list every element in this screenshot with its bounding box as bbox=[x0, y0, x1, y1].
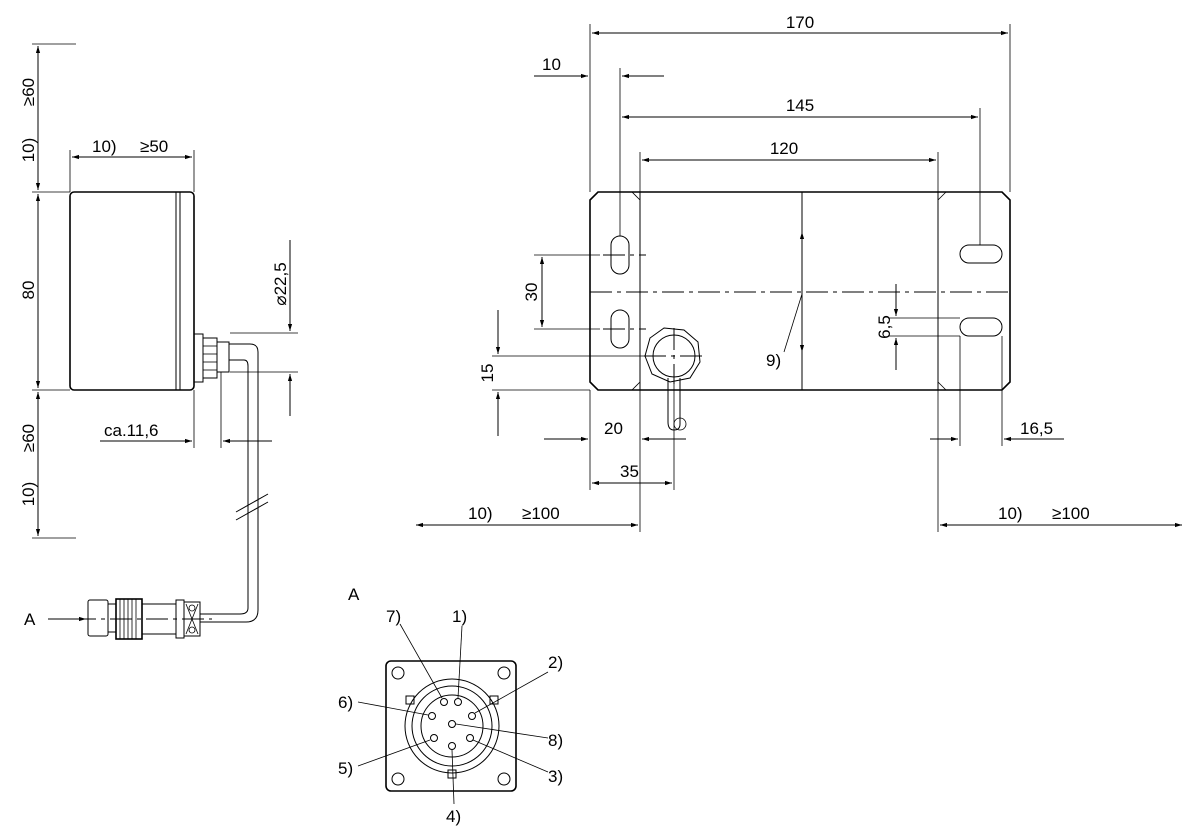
side-height: 80 bbox=[19, 281, 38, 300]
pin-3 bbox=[466, 734, 474, 742]
right-gap: ≥100 bbox=[1052, 504, 1090, 523]
pin-5 bbox=[430, 734, 438, 742]
pin-8-label: 8) bbox=[548, 731, 563, 750]
cable-gland bbox=[193, 333, 230, 383]
left-gap-note: 10) bbox=[468, 504, 493, 523]
pin-6 bbox=[428, 712, 436, 720]
pin-6-label: 6) bbox=[338, 693, 353, 712]
front-gland bbox=[644, 327, 704, 431]
side-view: ≥60 10) 80 ≥60 10) 10) ≥50 bbox=[19, 43, 298, 640]
slot-length-16-5: 16,5 bbox=[1020, 419, 1053, 438]
inner-width-120: 120 bbox=[770, 139, 798, 158]
gland-diameter: ⌀22,5 bbox=[271, 262, 290, 305]
pin-7-label: 7) bbox=[386, 607, 401, 626]
slot-height-6-5: 6,5 bbox=[875, 315, 894, 339]
side-bottom-note: 10) bbox=[19, 482, 38, 507]
view-a-pinout: A 1) 2) 3) 4) 5 bbox=[338, 585, 563, 826]
side-top-gap: ≥60 bbox=[19, 78, 38, 106]
pin-1 bbox=[454, 698, 462, 706]
slot-pitch-30: 30 bbox=[522, 283, 541, 302]
side-depth: ≥50 bbox=[140, 137, 168, 156]
side-bottom-gap: ≥60 bbox=[19, 424, 38, 452]
note-9: 9) bbox=[766, 351, 781, 370]
connector-label: A bbox=[24, 610, 36, 629]
slot-upper-right bbox=[959, 244, 1003, 264]
side-depth-note: 10) bbox=[92, 137, 117, 156]
side-top-note: 10) bbox=[19, 138, 38, 163]
pin-1-label: 1) bbox=[452, 607, 467, 626]
pin-5-label: 5) bbox=[338, 759, 353, 778]
pin-2 bbox=[468, 712, 476, 720]
slot-spacing-145: 145 bbox=[786, 96, 814, 115]
edge-offset-20: 20 bbox=[604, 419, 623, 438]
pin-4-label: 4) bbox=[446, 807, 461, 826]
right-gap-note: 10) bbox=[998, 504, 1023, 523]
pin-8 bbox=[448, 720, 456, 728]
view-a-title: A bbox=[348, 585, 360, 604]
side-housing bbox=[69, 191, 195, 391]
round-connector bbox=[74, 598, 212, 640]
pin-4 bbox=[448, 742, 456, 750]
left-gap: ≥100 bbox=[522, 504, 560, 523]
pin-7 bbox=[440, 698, 448, 706]
gland-height-15: 15 bbox=[478, 364, 497, 383]
front-view: 170 10 145 120 30 15 9) bbox=[416, 13, 1182, 532]
pin-3-label: 3) bbox=[548, 767, 563, 786]
gland-position-35: 35 bbox=[620, 462, 639, 481]
pin-2-label: 2) bbox=[548, 653, 563, 672]
total-width: 170 bbox=[786, 13, 814, 32]
slot-width: 10 bbox=[542, 55, 561, 74]
slot-lower-right bbox=[959, 317, 1003, 337]
gland-offset: ca.11,6 bbox=[104, 421, 159, 440]
